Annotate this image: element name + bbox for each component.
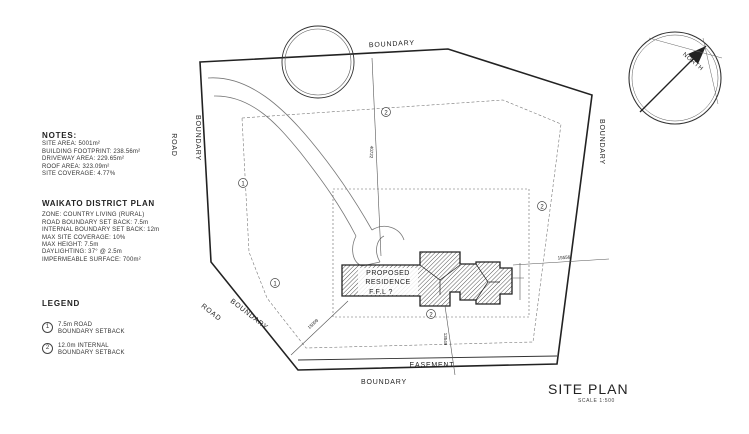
district-plan-heading: WAIKATO DISTRICT PLAN [42, 199, 155, 208]
dim-label-right: 15556 [557, 255, 570, 261]
district-line: DAYLIGHTING: 37° @ 2.5m [42, 249, 122, 256]
district-line: MAX SITE COVERAGE: 10% [42, 234, 126, 241]
driveway-edge [213, 95, 357, 237]
district-line: INTERNAL BOUNDARY SET BACK: 12m [42, 227, 160, 234]
setback-marker: 2 [426, 309, 436, 319]
legend-block: LEGEND 1 7.5m ROAD BOUNDARY SETBACK 2 12… [42, 299, 125, 364]
setback-marker: 1 [270, 278, 280, 288]
legend-label: 7.5m ROAD [58, 322, 93, 328]
svg-text:1: 1 [241, 182, 245, 188]
residence-label: RESIDENCE [365, 279, 410, 286]
setback-marker: 1 [238, 178, 248, 188]
note-line: SITE COVERAGE: 4.77% [42, 171, 116, 178]
note-line: ROOF AREA: 323.09m² [42, 163, 110, 170]
setback-line [241, 99, 562, 349]
dim-line-bottom [444, 305, 456, 376]
north-arrow: NORTH [628, 31, 723, 125]
dim-label-bottom-left: 15009 [307, 317, 320, 330]
label-boundary-top: BOUNDARY [369, 40, 415, 49]
dim-label-bottom: 13549 [443, 333, 448, 346]
district-line: ZONE: COUNTRY LIVING (RURAL) [42, 212, 145, 219]
label-boundary-right: BOUNDARY [598, 119, 605, 165]
label-boundary-bottom-left: BOUNDARY [229, 298, 270, 332]
district-line: IMPERMEABLE SURFACE: 700m² [42, 256, 141, 263]
setback-marker: 2 [537, 201, 547, 211]
residence-label: PROPOSED [366, 270, 410, 277]
drawing-scale: SCALE 1:500 [578, 398, 615, 404]
svg-text:2: 2 [540, 205, 544, 211]
district-line: ROAD BOUNDARY SET BACK: 7.5m [42, 219, 149, 226]
label-boundary-left: BOUNDARY [194, 115, 201, 161]
svg-text:2: 2 [429, 313, 433, 319]
dim-label-top: 40722 [369, 146, 374, 159]
district-line: MAX HEIGHT: 7.5m [42, 242, 99, 249]
label-boundary-bottom: BOUNDARY [361, 379, 407, 386]
residence-ffl-label: F.F.L ? [369, 289, 393, 296]
drawing-title: SITE PLAN [548, 381, 629, 397]
legend-heading: LEGEND [42, 299, 81, 308]
easement-line [297, 355, 558, 361]
legend-item: 2 12.0m INTERNAL BOUNDARY SETBACK [42, 343, 125, 356]
tree-circle [281, 25, 355, 99]
dim-line-bottom-left [290, 300, 349, 356]
legend-label: 12.0m INTERNAL [58, 343, 109, 350]
note-line: DRIVEWAY AREA: 229.65m² [42, 156, 125, 163]
legend-marker: 2 [42, 343, 53, 355]
legend-item: 1 7.5m ROAD BOUNDARY SETBACK [42, 322, 125, 335]
svg-text:2: 2 [384, 111, 388, 117]
note-line: SITE AREA: 5001m² [42, 141, 101, 148]
district-plan-block: WAIKATO DISTRICT PLAN ZONE: COUNTRY LIVI… [42, 199, 160, 264]
driveway-turnaround [352, 226, 405, 267]
label-easement: EASEMENT [410, 362, 455, 369]
legend-label: BOUNDARY SETBACK [58, 349, 125, 356]
driveway [207, 77, 373, 231]
legend-label: BOUNDARY SETBACK [58, 328, 125, 335]
note-line: BUILDING FOOTPRINT: 238.56m² [42, 148, 141, 155]
setback-marker: 2 [381, 107, 391, 117]
label-road-top-left: ROAD [170, 133, 177, 156]
svg-text:1: 1 [273, 282, 277, 288]
dim-line-top [371, 57, 382, 257]
roof-ridge [419, 263, 500, 301]
tree-circle-inner [284, 28, 352, 96]
legend-marker: 1 [42, 322, 53, 333]
label-road-bottom-left: ROAD [200, 303, 223, 323]
notes-heading: NOTES: [42, 131, 78, 140]
dim-line-right [512, 258, 610, 266]
notes-block: NOTES: SITE AREA: 5001m² BUILDING FOOTPR… [42, 131, 141, 178]
property-boundary [199, 48, 593, 371]
